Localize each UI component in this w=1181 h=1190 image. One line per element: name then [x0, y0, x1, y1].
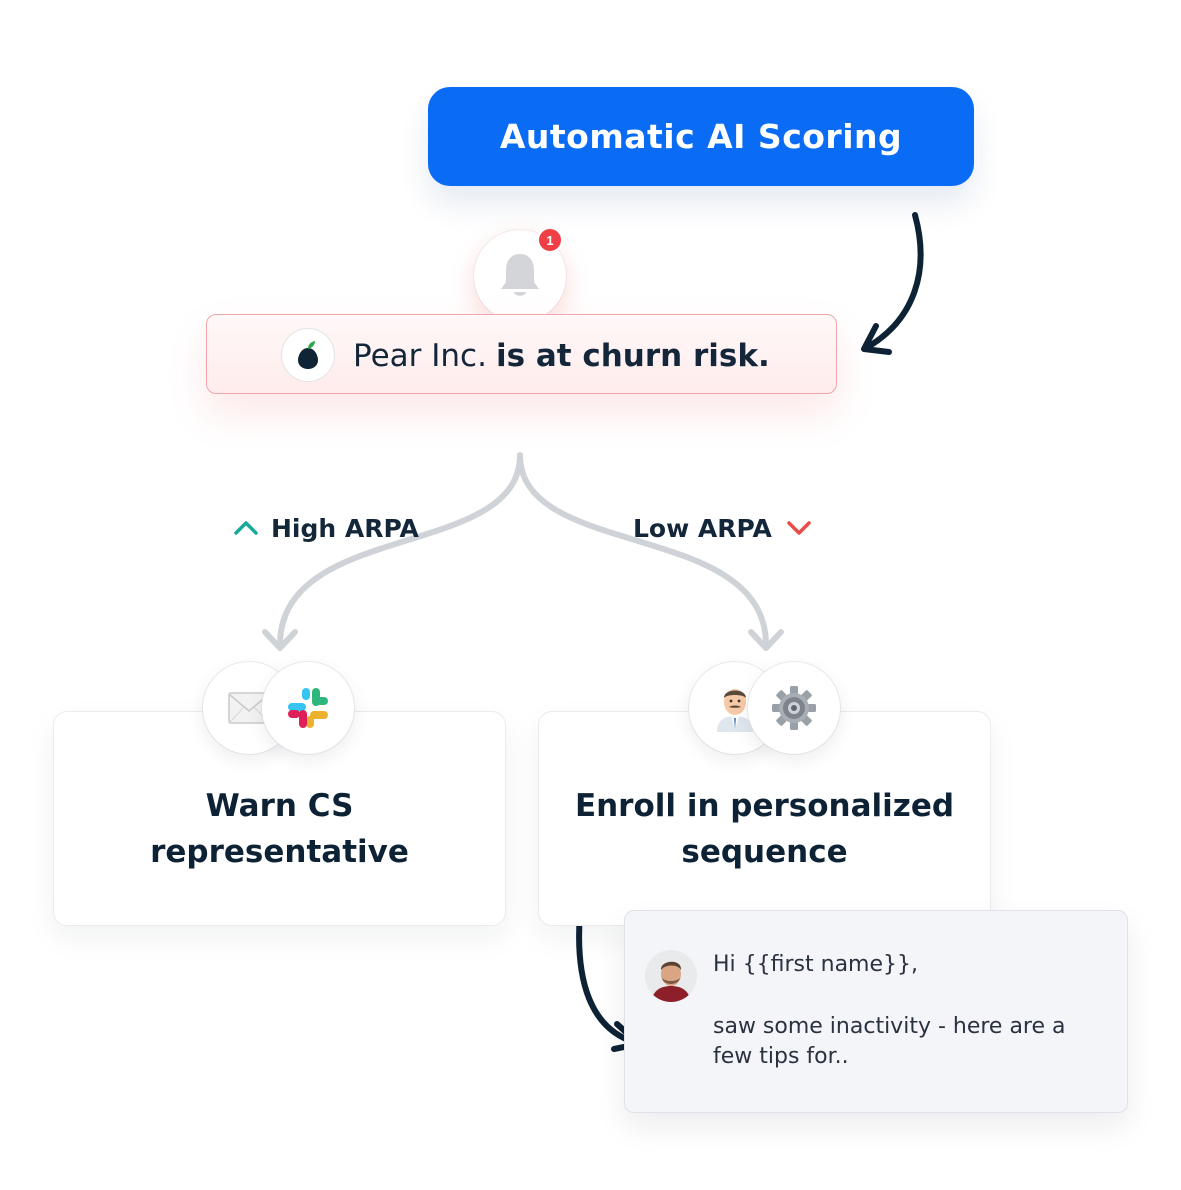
arrow-ai-to-alert: [863, 212, 924, 351]
chevron-up-icon: [234, 521, 258, 535]
churn-status: is at churn risk.: [495, 338, 770, 374]
person-icon: [717, 689, 753, 732]
warn-cs-title: Warn CS representative: [53, 783, 506, 875]
gear-icon: [772, 686, 816, 730]
envelope-icon: [228, 692, 270, 724]
warn-cs-title-line1: Warn CS: [205, 788, 354, 824]
slack-icon: [288, 688, 328, 728]
arrowhead-left: [262, 629, 298, 651]
low-arpa-label: Low ARPA: [633, 510, 812, 546]
bell-icon: [501, 254, 539, 296]
email-body-line2: few tips for..: [713, 1044, 849, 1069]
arrowhead-ai-to-alert: [861, 323, 892, 355]
warn-cs-title-line2: representative: [150, 834, 409, 870]
churn-alert-text: Pear Inc. is at churn risk.: [353, 334, 770, 378]
enroll-sequence-title-line2: sequence: [681, 834, 848, 870]
slack-icon-circle: [262, 662, 354, 754]
arrowhead-right: [748, 629, 784, 651]
split-connector-right: [517, 452, 769, 648]
automatic-ai-scoring-label: Automatic AI Scoring: [499, 117, 903, 156]
avatar: [645, 950, 697, 1002]
email-greeting: Hi {{first name}},: [713, 952, 919, 977]
split-connector-left: [277, 452, 523, 648]
company-name: Pear Inc.: [353, 338, 487, 374]
enroll-sequence-title: Enroll in personalized sequence: [538, 783, 991, 875]
high-arpa-label: High ARPA: [233, 510, 419, 546]
low-arpa-text: Low ARPA: [633, 513, 772, 543]
email-body-line1: saw some inactivity - here are a: [713, 1014, 1066, 1039]
enroll-sequence-title-line1: Enroll in personalized: [574, 788, 955, 824]
arrow-card-to-email: [576, 910, 640, 1046]
enroll-sequence-card[interactable]: [538, 711, 991, 926]
automatic-ai-scoring-button[interactable]: Automatic AI Scoring: [428, 87, 974, 186]
gear-icon-circle: [748, 662, 840, 754]
chevron-down-icon: [787, 521, 811, 535]
notification-badge: 1: [537, 227, 563, 253]
high-arpa-text: High ARPA: [271, 513, 419, 543]
email-preview: [624, 910, 1128, 1113]
pear-logo-icon: [281, 328, 335, 382]
